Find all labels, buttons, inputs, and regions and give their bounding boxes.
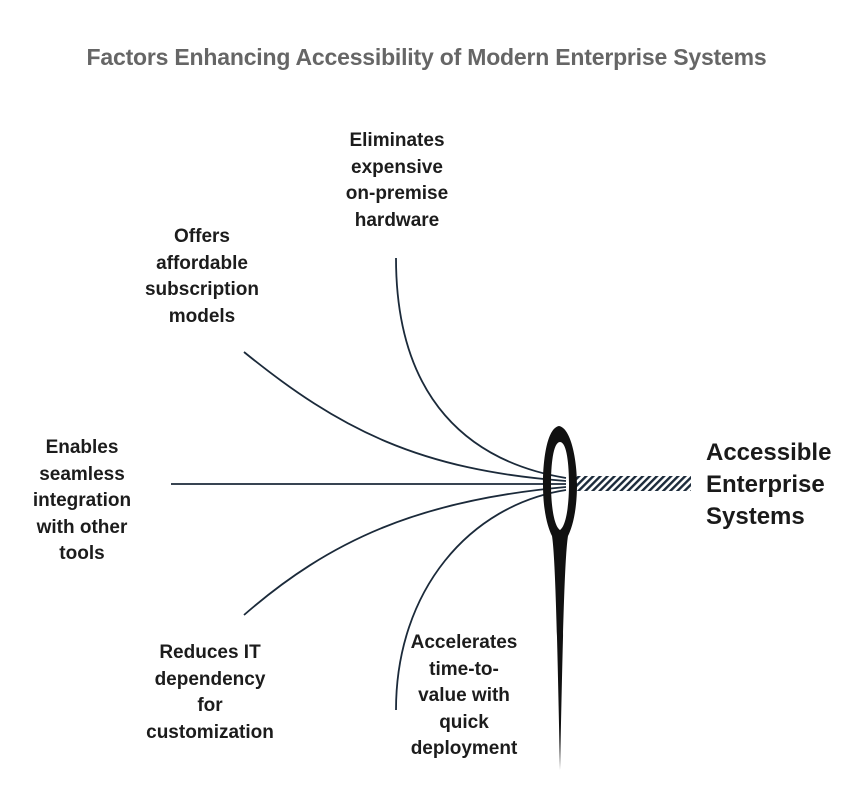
thread-bundle-icon (575, 476, 691, 491)
factor-label-it-dependency: Reduces IT dependency for customization (146, 642, 274, 743)
factor-label-subscription: Offers affordable subscription models (144, 226, 259, 327)
threads (171, 257, 567, 711)
thread-deployment (395, 489, 567, 711)
factor-label-deployment: Accelerates time-to- value with quick de… (410, 632, 518, 759)
thread-subscription (243, 351, 567, 482)
diagram-title: Factors Enhancing Accessibility of Moder… (86, 44, 767, 70)
thread-it-dependency (243, 486, 567, 616)
thread-hardware (395, 257, 567, 479)
needle-icon (543, 426, 577, 770)
factor-label-hardware: Eliminates expensive on-premise hardware (345, 130, 449, 231)
center-label: Accessible Enterprise Systems (706, 439, 832, 530)
factor-label-integration: Enables seamless integration with other … (32, 437, 132, 564)
